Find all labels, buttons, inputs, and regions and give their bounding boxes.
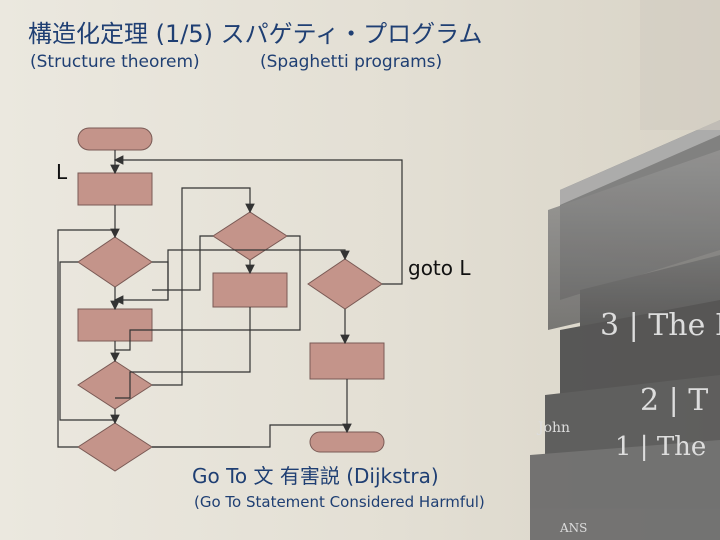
caption-goto-considered-harmful: (Go To Statement Considered Harmful) [194, 493, 485, 511]
flowchart-decision-1 [77, 236, 153, 288]
flowchart-process-4 [309, 342, 385, 380]
book-text-1: 1 | The [615, 432, 706, 462]
book-author-text: John [536, 420, 570, 436]
subtitle-spaghetti-programs: (Spaghetti programs) [260, 52, 443, 72]
flowchart-decision-5 [307, 258, 383, 310]
flowchart-decision-4 [212, 211, 288, 261]
book-text-3: 3 | The I [600, 308, 720, 343]
book-bottom [530, 440, 720, 540]
label-goto-L: goto L [408, 256, 471, 280]
flowchart-decision-2 [77, 360, 153, 410]
book-text-2: 2 | T [640, 383, 708, 418]
caption-goto-harmful: Go To 文 有害説 (Dijkstra) [192, 464, 439, 488]
slide-title: 構造化定理 (1/5) スパゲティ・プログラム [28, 20, 483, 48]
book-small-text: ANS [559, 521, 587, 535]
label-L: L [56, 160, 68, 184]
subtitle-structure-theorem: (Structure theorem) [30, 52, 200, 72]
flowchart-process-2 [77, 308, 153, 342]
flowchart-start-terminal [77, 127, 153, 151]
flowchart-end-terminal [309, 431, 385, 453]
flowchart-process-3 [212, 272, 288, 308]
flowchart-process-1 [77, 172, 153, 206]
flowchart-decision-3 [77, 422, 153, 472]
